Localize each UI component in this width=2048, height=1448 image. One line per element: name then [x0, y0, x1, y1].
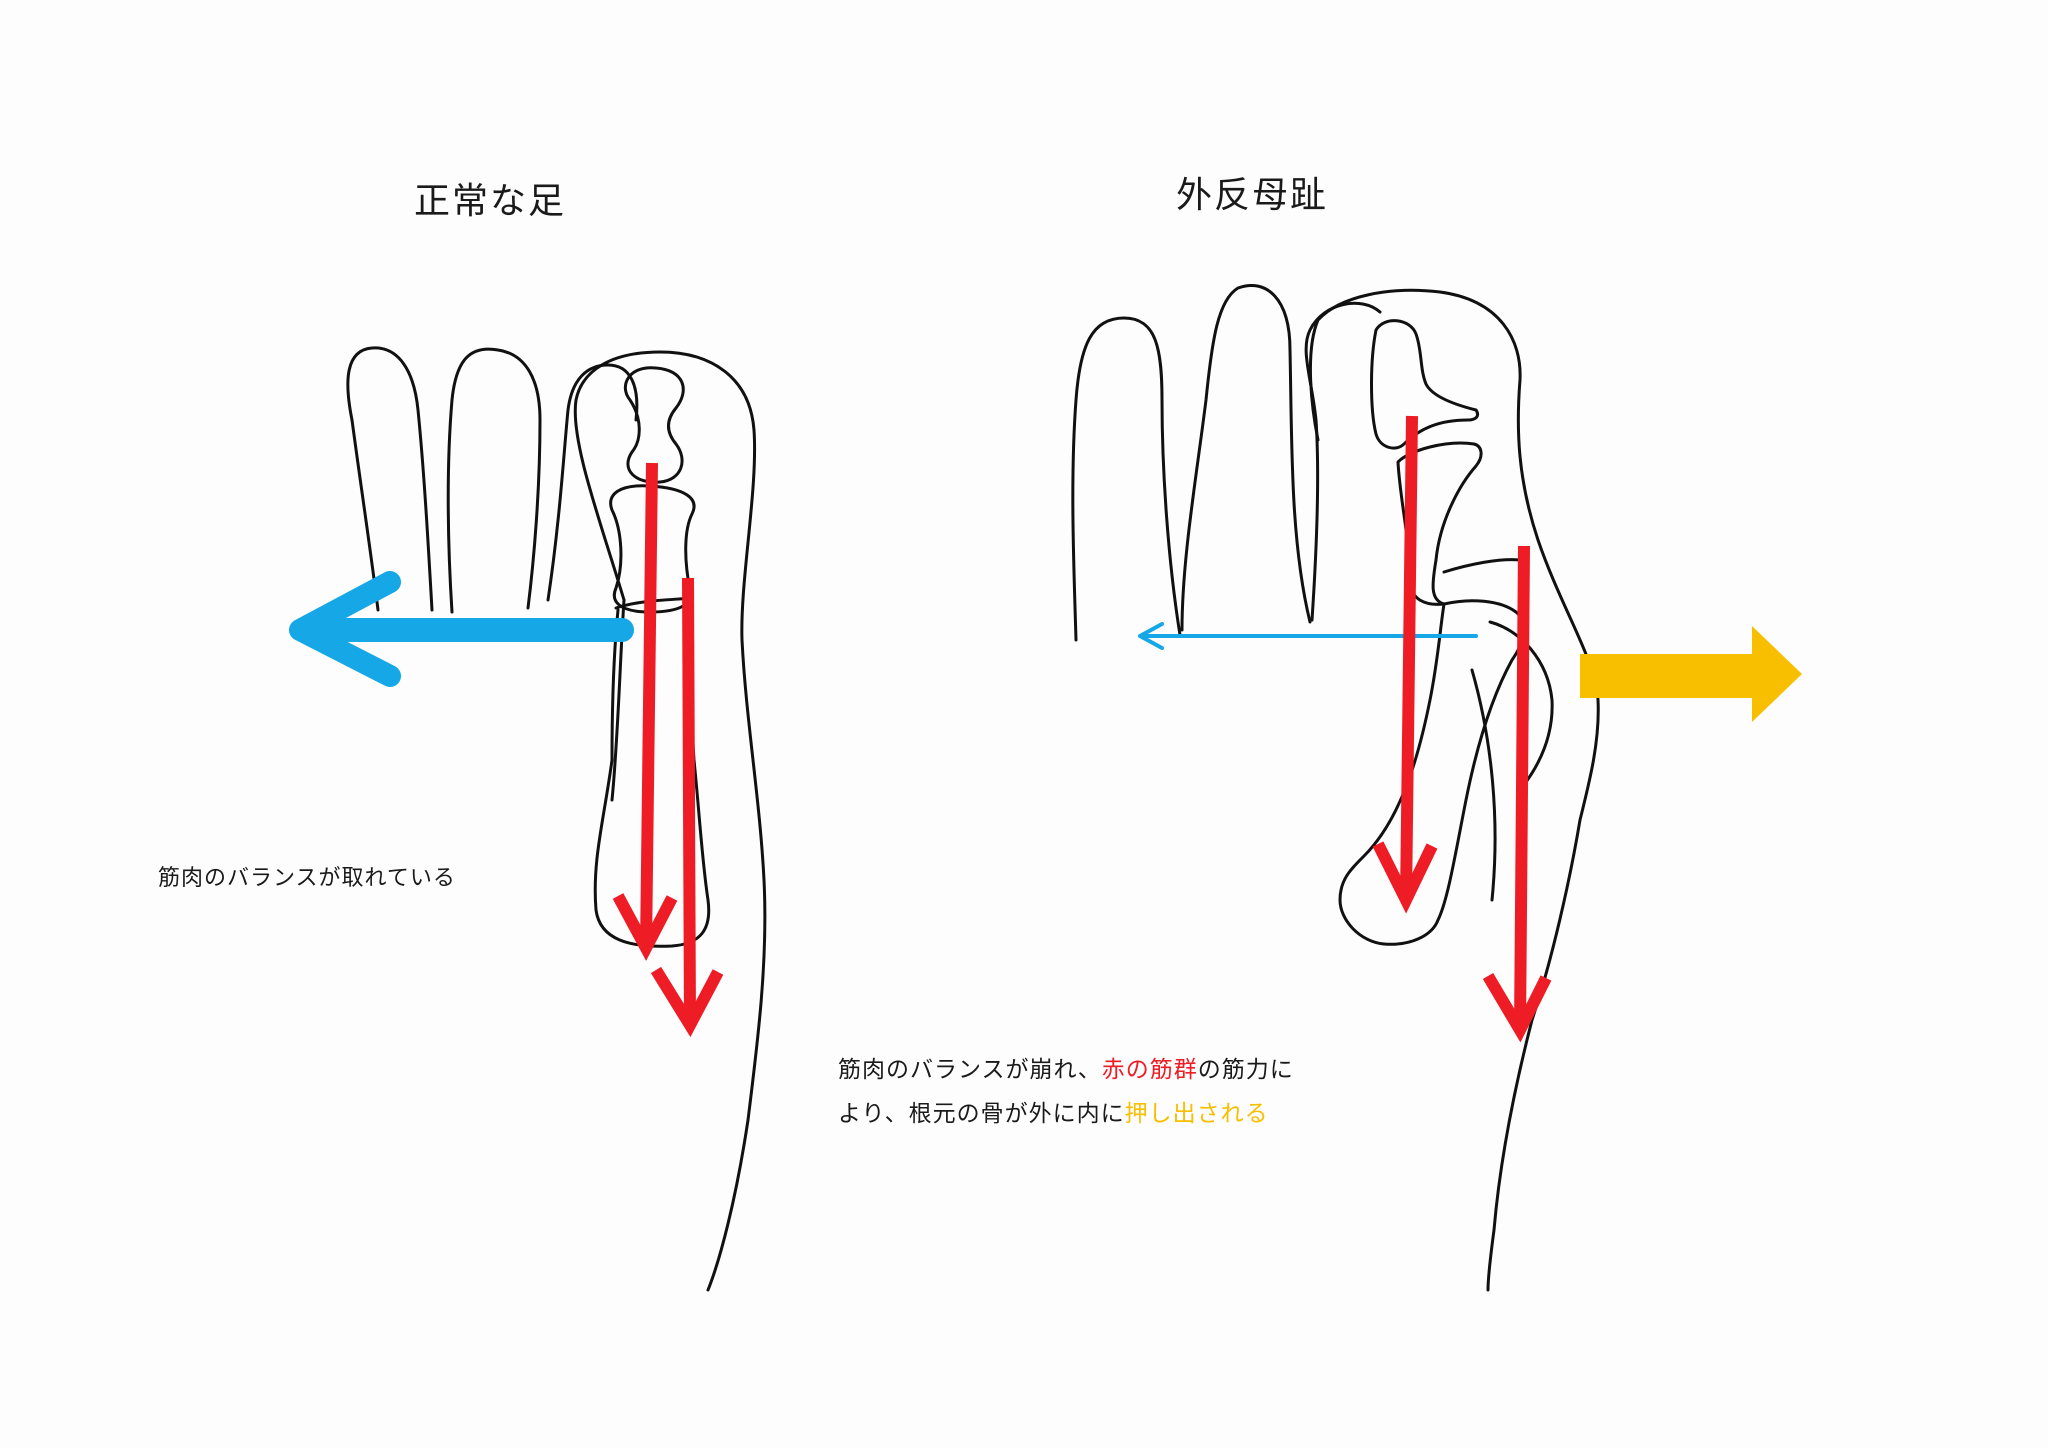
hallux-bunion-bulge — [1488, 620, 1554, 792]
hallux-toe-4 — [1071, 316, 1182, 642]
caption-normal: 筋肉のバランスが取れている — [158, 866, 456, 891]
title-hallux-valgus: 外反母趾 — [1176, 175, 1329, 216]
hallux-toe-2 — [1304, 301, 1382, 622]
normal-red-arrow-2 — [682, 577, 696, 1026]
normal-foot-drawing — [346, 346, 767, 1292]
hallux-toe-3 — [1180, 284, 1312, 632]
hallux-distal-phalanx — [1370, 319, 1480, 450]
normal-toe-1 — [546, 363, 639, 602]
hallux-red-arrow-2 — [1514, 545, 1530, 1031]
caption-hallux-line-2-a: より、根元の骨が外に内に — [838, 1101, 1125, 1127]
caption-hallux-line-2: より、根元の骨が外に内に押し出される — [838, 1092, 1294, 1136]
hallux-metatarsal — [1338, 599, 1526, 946]
hallux-blue-arrow — [1138, 622, 1478, 650]
normal-red-arrow-1 — [640, 462, 658, 949]
hallux-red-arrows — [1372, 415, 1552, 1043]
hallux-joint-line — [1442, 558, 1522, 574]
caption-hallux-line-1-a: 筋肉のバランスが崩れ、 — [838, 1057, 1102, 1083]
hallux-big-toe-outline — [1308, 288, 1600, 1292]
title-normal-foot: 正常な足 — [414, 181, 567, 222]
caption-hallux-red-text: 赤の筋群 — [1101, 1057, 1198, 1083]
normal-blue-arrow — [289, 571, 634, 687]
hallux-medial-line — [1470, 668, 1497, 902]
normal-big-toe-outline — [573, 350, 767, 1292]
caption-hallux-line-1: 筋肉のバランスが崩れ、赤の筋群の筋力に — [838, 1048, 1294, 1092]
normal-distal-phalanx — [623, 366, 685, 484]
hallux-red-arrow-1 — [1400, 415, 1418, 901]
normal-red-arrows — [612, 462, 724, 1038]
hallux-yellow-arrow — [1580, 626, 1802, 722]
normal-toe-3 — [346, 346, 434, 612]
caption-hallux-line-1-b: の筋力に — [1197, 1057, 1294, 1083]
normal-toe-2 — [446, 347, 542, 614]
caption-hallux: 筋肉のバランスが崩れ、赤の筋群の筋力に より、根元の骨が外に内に押し出される — [838, 1048, 1294, 1136]
caption-hallux-yellow-text: 押し出される — [1124, 1101, 1269, 1127]
